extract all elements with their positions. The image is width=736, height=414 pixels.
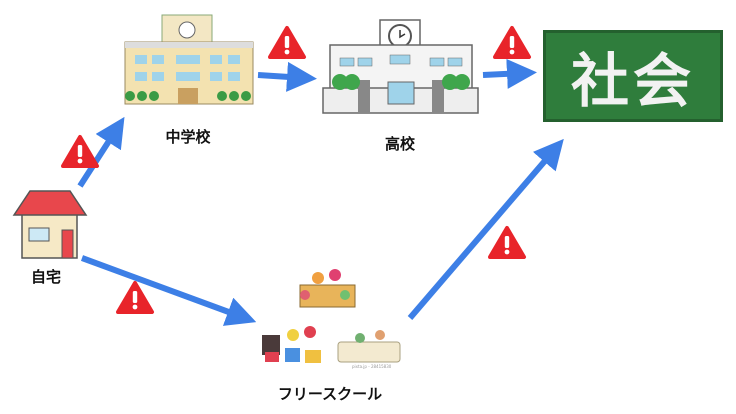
- society-board: 社会: [543, 30, 723, 122]
- arrow-middle-to-high: [257, 61, 317, 92]
- arrow-freeschool-to-society: [407, 138, 564, 320]
- image-watermark: pixta.jp - 28415830: [352, 364, 392, 369]
- high-school-icon: [322, 19, 479, 114]
- warning-icon: [61, 135, 99, 168]
- arrow-high-to-society: [482, 58, 537, 89]
- middle-school-label: 中学校: [165, 128, 211, 146]
- home-label: 自宅: [30, 268, 62, 286]
- high-school-label: 高校: [384, 135, 416, 153]
- warning-icon: [488, 226, 526, 259]
- arrow-home-to-freeschool: [80, 255, 257, 326]
- arrow-home-to-middle: [77, 116, 125, 188]
- middle-school-icon: [124, 14, 254, 105]
- warning-icon: [116, 281, 154, 314]
- warning-icon: [268, 26, 306, 59]
- warning-icon: [493, 26, 531, 59]
- free-school-label: フリースクール: [277, 385, 383, 403]
- house-icon: [12, 190, 88, 259]
- free-school-illustration: [262, 269, 401, 363]
- society-label: 社会: [570, 47, 695, 115]
